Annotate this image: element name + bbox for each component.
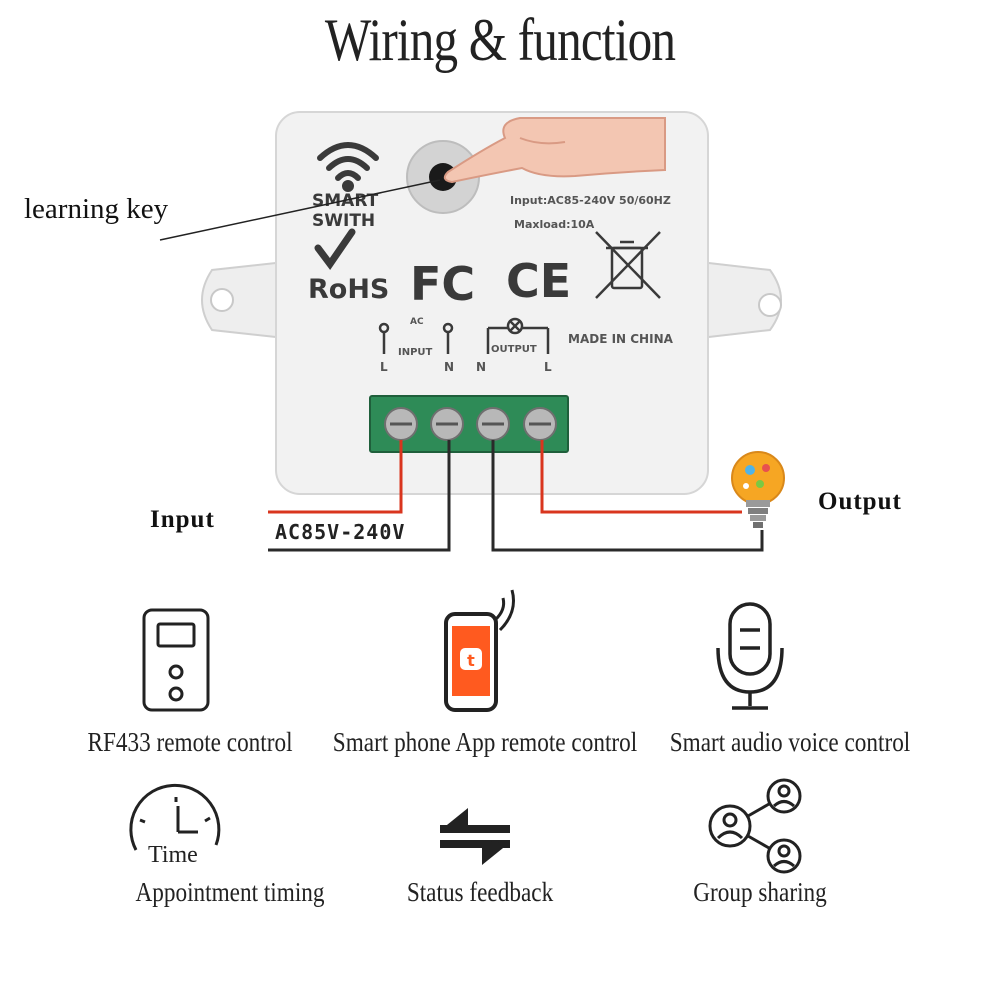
device-spec-input: Input:AC85-240V 50/60HZ: [510, 194, 671, 207]
smartphone-app-icon: t: [444, 589, 515, 712]
mounting-ear-right: [699, 260, 782, 340]
pin-label-n-output: N: [476, 360, 486, 374]
wire-input-live: [268, 440, 403, 514]
wire-output-live: [540, 440, 742, 514]
input-tag: INPUT: [398, 347, 433, 358]
feature-label-voice: Smart audio voice control: [669, 727, 911, 757]
terminal-block: [369, 395, 569, 453]
feature-label-app: Smart phone App remote control: [332, 727, 638, 757]
feature-label-status: Status feedback: [406, 877, 554, 907]
weee-bin-icon: [595, 231, 661, 299]
page-title: Wiring & function: [324, 7, 676, 73]
ac-tag: AC: [410, 317, 424, 327]
light-bulb-icon: [731, 451, 785, 528]
learning-key-pointer-line: [159, 179, 441, 241]
voltage-label: AC85V-240V: [275, 520, 406, 544]
pin-label-n-input: N: [444, 360, 454, 374]
device-spec-load: Maxload:10A: [514, 218, 595, 231]
cert-rohs: RoHS: [308, 274, 389, 305]
output-label: Output: [818, 488, 902, 515]
clock-time-word: Time: [148, 842, 198, 868]
input-label: Input: [150, 506, 215, 533]
remote-control-icon: [142, 608, 210, 712]
pointing-hand-icon: [443, 117, 666, 184]
input-terminal-symbols: [378, 317, 550, 354]
output-tag: OUTPUT: [491, 344, 537, 355]
feature-label-group: Group sharing: [693, 877, 827, 907]
made-in-china: MADE IN CHINA: [568, 332, 674, 346]
wifi-icon: [317, 142, 379, 192]
device-brand-line2: SWITH: [312, 211, 375, 231]
feature-label-rf433: RF433 remote control: [87, 727, 293, 757]
cert-fc: FC: [410, 257, 475, 311]
group-share-icon: [708, 778, 802, 874]
cert-ce: CE: [506, 254, 571, 308]
swap-arrows-icon: [440, 808, 510, 865]
feature-label-timing: Appointment timing: [135, 877, 325, 907]
app-logo-letter: t: [467, 651, 475, 670]
mounting-ear-left: [201, 260, 286, 340]
wire-input-neutral: [268, 440, 451, 552]
pin-label-l-output: L: [544, 360, 552, 374]
clock-time-icon: Time: [129, 783, 221, 868]
wire-output-neutral: [491, 440, 764, 552]
learning-key-label: learning key: [24, 193, 169, 225]
microphone-icon: [716, 602, 784, 710]
pin-label-l-input: L: [380, 360, 388, 374]
rohs-check-icon: [314, 228, 356, 270]
terminal-screws: [384, 407, 557, 441]
